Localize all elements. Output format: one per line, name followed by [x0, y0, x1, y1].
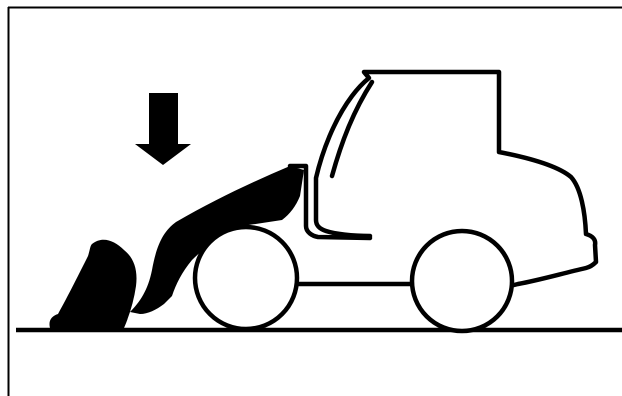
wheel-loader-icon — [49, 69, 599, 334]
down-arrow-icon — [135, 93, 191, 165]
loader-cab-pillar — [329, 79, 375, 179]
rear-wheel-icon — [409, 228, 515, 334]
bucket-icon — [49, 239, 137, 328]
loader-tower — [287, 163, 373, 241]
loader-cab-outline — [313, 69, 599, 288]
loader-arm — [130, 166, 304, 314]
front-wheel-icon — [192, 224, 300, 332]
